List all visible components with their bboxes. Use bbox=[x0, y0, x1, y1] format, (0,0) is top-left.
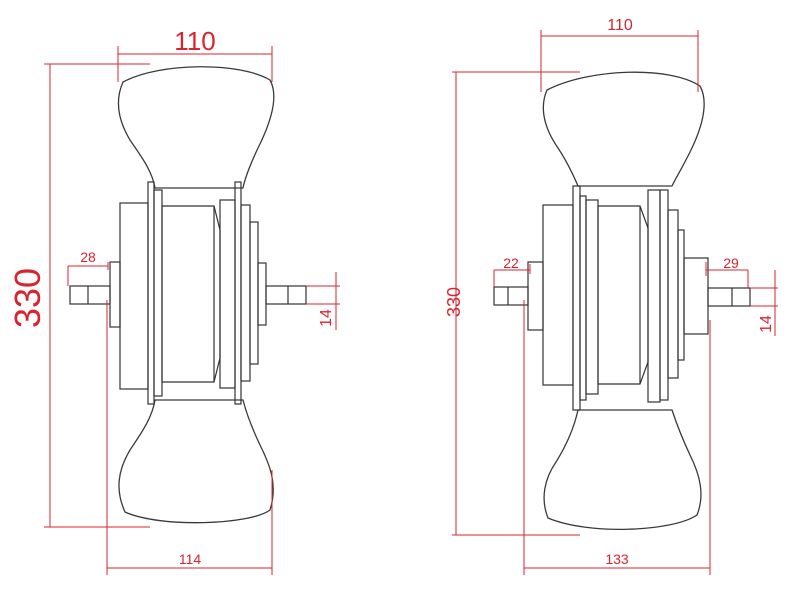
right-width-label: 110 bbox=[607, 17, 633, 34]
right-overall-width-label: 133 bbox=[605, 551, 629, 567]
right-height-label: 330 bbox=[444, 287, 464, 317]
left-tire-bottom bbox=[118, 399, 274, 524]
left-overall-width-label: 114 bbox=[179, 551, 202, 567]
left-motor-view: 110 330 28 14 114 bbox=[7, 26, 340, 575]
left-axle-diameter-label: 14 bbox=[318, 309, 335, 327]
left-hub bbox=[109, 181, 267, 405]
left-axle-length-label: 28 bbox=[80, 249, 96, 265]
left-height-label: 330 bbox=[7, 268, 48, 328]
right-axle-length-right-label: 29 bbox=[723, 255, 739, 271]
right-hub bbox=[527, 185, 709, 411]
right-axle-diameter-label: 14 bbox=[758, 315, 775, 333]
right-axle bbox=[493, 286, 751, 307]
right-axle-length-left-label: 22 bbox=[503, 255, 519, 271]
left-axle bbox=[69, 285, 307, 305]
right-tire-bottom bbox=[543, 409, 702, 530]
left-tire-top bbox=[117, 66, 275, 189]
left-dimensions bbox=[44, 46, 340, 575]
right-motor-view: 110 330 22 29 14 133 bbox=[444, 17, 778, 575]
right-tire-top bbox=[542, 71, 705, 187]
right-dimensions bbox=[452, 30, 778, 575]
left-width-label: 110 bbox=[174, 26, 215, 56]
